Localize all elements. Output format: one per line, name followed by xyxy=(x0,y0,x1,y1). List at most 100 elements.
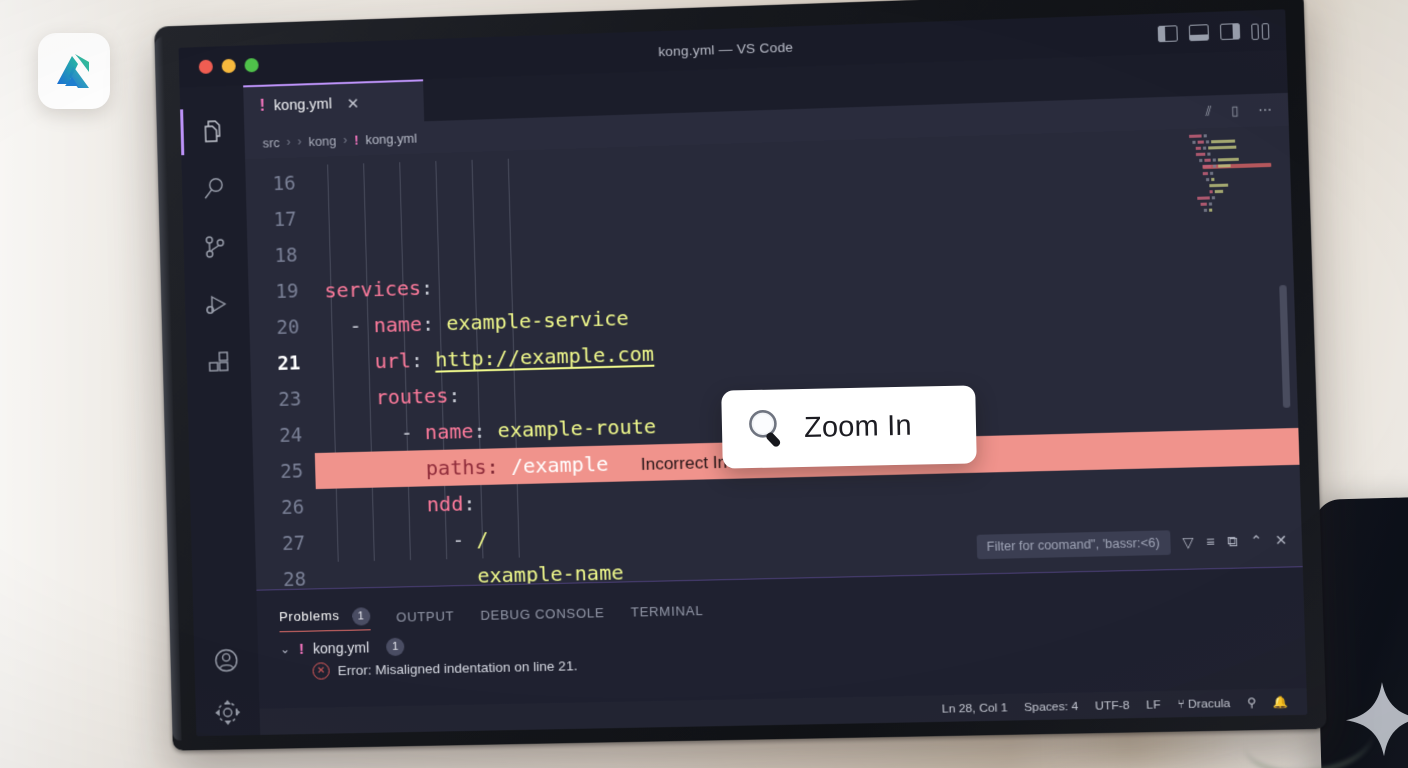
close-icon[interactable]: ✕ xyxy=(1274,531,1288,548)
tab-kong-yml[interactable]: ! kong.yml ✕ xyxy=(243,79,425,128)
sidebar-item-source-control[interactable] xyxy=(183,217,248,277)
secondary-device xyxy=(1313,496,1408,768)
chevron-down-icon[interactable]: ⌄ xyxy=(279,642,291,657)
extensions-icon xyxy=(205,349,232,376)
code-token-dash: - xyxy=(400,420,426,445)
clear-output-icon[interactable]: ≡ xyxy=(1205,533,1216,550)
tab-output[interactable]: OUTPUT xyxy=(396,608,455,625)
line-number: 19 xyxy=(275,280,299,304)
line-number: 28 xyxy=(282,568,307,590)
source-control-icon: ⑂ xyxy=(1176,696,1185,712)
code-token-dash: - xyxy=(349,313,375,338)
sidebar-item-accounts[interactable] xyxy=(194,631,259,690)
code-token-key: ndd xyxy=(426,491,464,517)
sidebar-item-search[interactable] xyxy=(181,159,246,219)
tab-label: kong.yml xyxy=(273,96,333,115)
tab-problems[interactable]: Problems 1 xyxy=(279,607,371,632)
code-content[interactable]: services: - name: example-service url: h… xyxy=(307,126,1303,589)
close-icon[interactable]: ✕ xyxy=(346,95,360,113)
toggle-secondary-sidebar-icon[interactable] xyxy=(1219,23,1241,41)
chevron-up-icon[interactable]: ⌃ xyxy=(1249,531,1263,549)
source-control-icon xyxy=(202,234,229,261)
status-theme[interactable]: ⑂ Dracula xyxy=(1177,696,1231,711)
code-token-punct: : xyxy=(486,454,512,479)
remote-icon[interactable]: ⚲ xyxy=(1246,695,1257,710)
customize-layout-icon[interactable] xyxy=(1251,23,1270,41)
sidebar-item-explorer[interactable] xyxy=(180,101,245,161)
code-token-link: http://example.com xyxy=(434,341,655,372)
toggle-panel-icon[interactable] xyxy=(1188,24,1210,42)
tab-terminal[interactable]: TERMINAL xyxy=(630,602,704,620)
status-cursor-position[interactable]: Ln 28, Col 1 xyxy=(941,700,1008,716)
tab-problems-label: Problems xyxy=(278,608,340,625)
activity-bar xyxy=(179,85,261,737)
line-number: 17 xyxy=(273,208,297,232)
account-icon xyxy=(212,646,241,675)
problem-message: Error: Misaligned indentation on line 21… xyxy=(337,658,578,679)
code-token-key: services xyxy=(324,275,422,303)
code-token-key: url xyxy=(374,348,412,374)
problems-count-badge: 1 xyxy=(351,607,371,626)
split-editor-icon[interactable]: ⫽ xyxy=(1205,103,1212,120)
code-token-punct: : xyxy=(410,347,436,373)
code-token-val: example-service xyxy=(445,305,629,336)
sidebar-item-extensions[interactable] xyxy=(186,333,251,393)
sidebar-item-run-and-debug[interactable] xyxy=(184,275,249,335)
status-indentation[interactable]: Spaces: 4 xyxy=(1023,698,1079,715)
maximize-window-button[interactable] xyxy=(244,57,259,73)
bell-icon[interactable]: 🔔 xyxy=(1272,694,1289,710)
chevron-right-icon: › xyxy=(297,134,302,149)
line-number: 25 xyxy=(280,460,304,483)
line-number: 20 xyxy=(276,316,300,339)
warning-exclamation-icon: ! xyxy=(298,640,305,658)
code-token-punct: : xyxy=(420,275,434,300)
code-token-dash: - xyxy=(451,527,477,553)
code-token-key: name xyxy=(373,311,423,338)
background-highlight xyxy=(0,0,160,768)
line-number: 16 xyxy=(272,172,296,196)
magnifier-icon xyxy=(749,410,781,447)
breadcrumb-item-src[interactable]: src xyxy=(262,134,280,151)
minimize-window-button[interactable] xyxy=(221,58,236,74)
code-token-val: /example xyxy=(510,451,609,479)
run-debug-icon xyxy=(204,291,231,318)
line-number: 24 xyxy=(279,424,303,447)
more-actions-icon[interactable]: ⋯ xyxy=(1258,101,1272,118)
warning-exclamation-icon: ! xyxy=(259,97,266,115)
sparkle-icon xyxy=(1345,682,1408,757)
chevron-right-icon: › xyxy=(343,132,348,147)
line-number: 18 xyxy=(274,244,298,268)
warning-exclamation-icon: ! xyxy=(354,132,359,148)
status-eol[interactable]: LF xyxy=(1145,697,1161,712)
tab-debug-console[interactable]: DEBUG CONSOLE xyxy=(480,605,605,623)
filter-icon[interactable]: ▽ xyxy=(1182,533,1194,550)
breadcrumb-item-kong[interactable]: kong xyxy=(308,132,337,149)
brand-logo-tile xyxy=(38,33,110,109)
line-number: 27 xyxy=(282,532,306,556)
toggle-primary-sidebar-icon[interactable] xyxy=(1157,25,1178,43)
chevron-right-icon: › xyxy=(286,134,291,149)
close-window-button[interactable] xyxy=(198,59,213,74)
zoom-in-callout[interactable]: Zoom In xyxy=(721,385,977,469)
files-icon xyxy=(199,118,226,145)
code-token-punct: : xyxy=(421,311,447,336)
bottom-panel: Problems 1 OUTPUT DEBUG CONSOLE TERMINAL… xyxy=(256,566,1307,709)
breadcrumb-file[interactable]: kong.yml xyxy=(365,130,418,147)
terminal-filter-input[interactable]: Filter for coomand", 'bassr:<6) xyxy=(976,530,1171,560)
problem-file-name: kong.yml xyxy=(312,639,370,657)
sidebar-item-settings[interactable] xyxy=(195,689,260,736)
code-token-punct: : xyxy=(447,383,461,408)
monitor: kong.yml — VS Code xyxy=(154,0,1327,751)
split-terminal-icon[interactable]: ⧉ xyxy=(1226,532,1238,549)
split-editor-vertical-icon[interactable]: ▯ xyxy=(1230,102,1239,119)
code-token-key: name xyxy=(424,418,474,445)
code-token-key: routes xyxy=(375,383,449,410)
code-token-punct: : xyxy=(473,418,499,443)
code-token-key: paths xyxy=(425,454,487,481)
error-circle-icon: ✕ xyxy=(312,662,330,680)
status-encoding[interactable]: UTF-8 xyxy=(1094,697,1130,713)
code-editor[interactable]: 16171819202123242526272839 xyxy=(245,125,1303,590)
window-controls[interactable] xyxy=(179,57,259,75)
layout-toggles[interactable] xyxy=(1157,22,1270,43)
